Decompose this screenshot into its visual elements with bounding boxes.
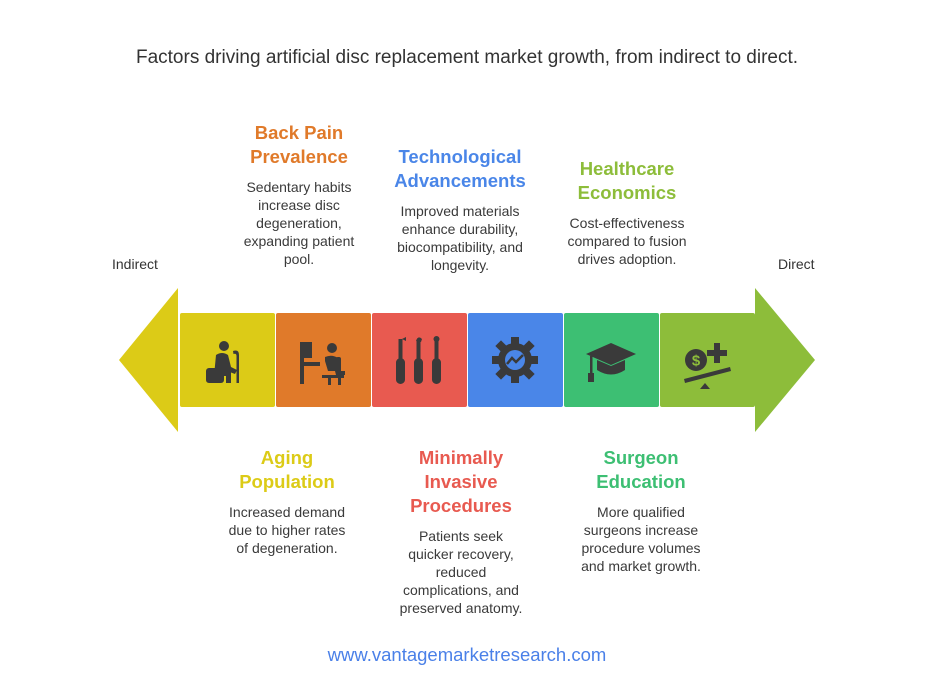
mip-title-line1: Minimally [418,447,504,468]
desc-line: enhance durability, [401,221,519,237]
tech-title-line1: Technological [398,146,522,167]
desc-line: More qualified [597,504,685,520]
healthcare-title-line1: Healthcare [579,158,675,179]
desc-line: Increased demand [229,504,345,520]
desc-line: degeneration, [256,215,342,231]
factor-surgeon-education: Surgeon Education More qualified surgeon… [560,446,722,575]
factor-aging-population: Aging Population Increased demand due to… [206,446,368,557]
factor-minimally-invasive-procedures: Minimally Invasive Procedures Patients s… [380,446,542,617]
desc-line: of degeneration. [236,540,338,556]
surgeon-title-line1: Surgeon [603,447,679,468]
back-pain-title-line2: Prevalence [250,146,348,167]
desc-line: surgeons increase [583,522,699,538]
desc-line: Improved materials [400,203,520,219]
desc-line: drives adoption. [577,251,677,267]
healthcare-description: Cost-effectiveness compared to fusion dr… [546,214,708,268]
cost-balance-icon: $ [684,343,731,389]
indirect-label: Indirect [112,256,158,272]
aging-title-line1: Aging [260,447,314,468]
desc-line: quicker recovery, [408,546,514,562]
elderly-with-cane-icon [206,341,239,383]
graduation-cap-icon [586,343,636,382]
desk-worker-icon [300,342,345,385]
tile-aging-population [180,313,275,407]
direct-label: Direct [778,256,815,272]
factor-back-pain-prevalence: Back Pain Prevalence Sedentary habits in… [218,121,380,268]
aging-title-line2: Population [239,471,335,492]
gear-chart-icon [492,337,538,383]
desc-line: preserved anatomy. [399,600,523,616]
desc-line: compared to fusion [567,233,687,249]
mip-title-line2: Invasive [424,471,498,492]
desc-line: increase disc [258,197,340,213]
tile-surgeon-education [564,313,659,407]
surgeon-title-line2: Education [596,471,686,492]
diagram-title: Factors driving artificial disc replacem… [135,47,799,68]
desc-line: reduced [435,564,487,580]
desc-line: longevity. [430,257,490,273]
tech-title-line2: Advancements [394,170,526,191]
desc-line: expanding patient [243,233,355,249]
mip-description: Patients seek quicker recovery, reduced … [380,527,542,617]
back-pain-title-line1: Back Pain [254,122,344,143]
desc-line: and market growth. [581,558,701,574]
factor-technological-advancements: Technological Advancements Improved mate… [375,145,545,274]
tile-technological-advancements [468,313,563,407]
tile-back-pain-prevalence [276,313,371,407]
desc-line: Sedentary habits [246,179,352,195]
healthcare-title-line2: Economics [577,182,677,203]
right-arrowhead [755,288,815,432]
back-pain-description: Sedentary habits increase disc degenerat… [218,178,380,268]
desc-line: Cost-effectiveness [569,215,685,231]
surgeon-description: More qualified surgeons increase procedu… [560,503,722,575]
left-arrowhead [119,288,178,432]
desc-line: complications, and [403,582,519,598]
tile-minimally-invasive-procedures [372,313,467,407]
tech-description: Improved materials enhance durability, b… [375,202,545,274]
tile-healthcare-economics: $ [660,313,755,407]
desc-line: Patients seek [418,528,504,544]
desc-line: due to higher rates [228,522,346,538]
desc-line: biocompatibility, and [397,239,523,255]
factor-healthcare-economics: Healthcare Economics Cost-effectiveness … [546,157,708,268]
aging-description: Increased demand due to higher rates of … [206,503,368,557]
mip-title-line3: Procedures [410,495,512,516]
website-link[interactable]: www.vantagemarketresearch.com [327,644,607,665]
surgical-tools-icon [396,336,441,384]
svg-text:$: $ [692,353,701,370]
desc-line: pool. [283,251,315,267]
desc-line: procedure volumes [581,540,701,556]
